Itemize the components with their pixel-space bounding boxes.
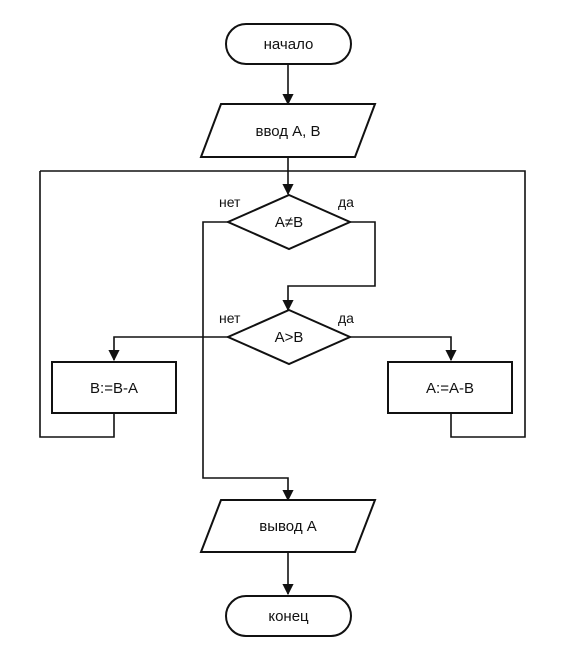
connector-cond2-yes xyxy=(350,336,457,362)
output-block xyxy=(199,499,377,553)
condition1-yes-label: да xyxy=(338,194,354,210)
condition1-no-label: нет xyxy=(219,194,241,210)
process-b-minus-a xyxy=(51,361,177,414)
condition2-label: A>B xyxy=(275,329,304,346)
input-label: ввод A, B xyxy=(255,123,320,140)
loop-left-return xyxy=(39,171,115,438)
output-label: вывод A xyxy=(259,518,317,535)
end-label: конец xyxy=(268,608,309,625)
start-terminator xyxy=(225,23,352,65)
input-block xyxy=(199,103,377,158)
process-left-label: B:=B-A xyxy=(90,380,138,397)
condition-a-not-equal-b xyxy=(225,193,353,251)
condition2-yes-label: да xyxy=(338,310,354,326)
start-label: начало xyxy=(264,36,314,53)
condition2-no-label: нет xyxy=(219,310,241,326)
process-a-minus-b xyxy=(387,361,513,414)
end-terminator xyxy=(225,595,352,637)
connector-cond1-yes xyxy=(282,221,376,312)
condition1-label: A≠B xyxy=(275,214,303,231)
process-right-label: A:=A-B xyxy=(426,380,474,397)
connector-cond1-no xyxy=(202,221,294,502)
connector-cond2-no xyxy=(108,336,228,362)
condition-a-greater-b xyxy=(225,308,353,366)
loop-outer-rail xyxy=(40,170,526,438)
